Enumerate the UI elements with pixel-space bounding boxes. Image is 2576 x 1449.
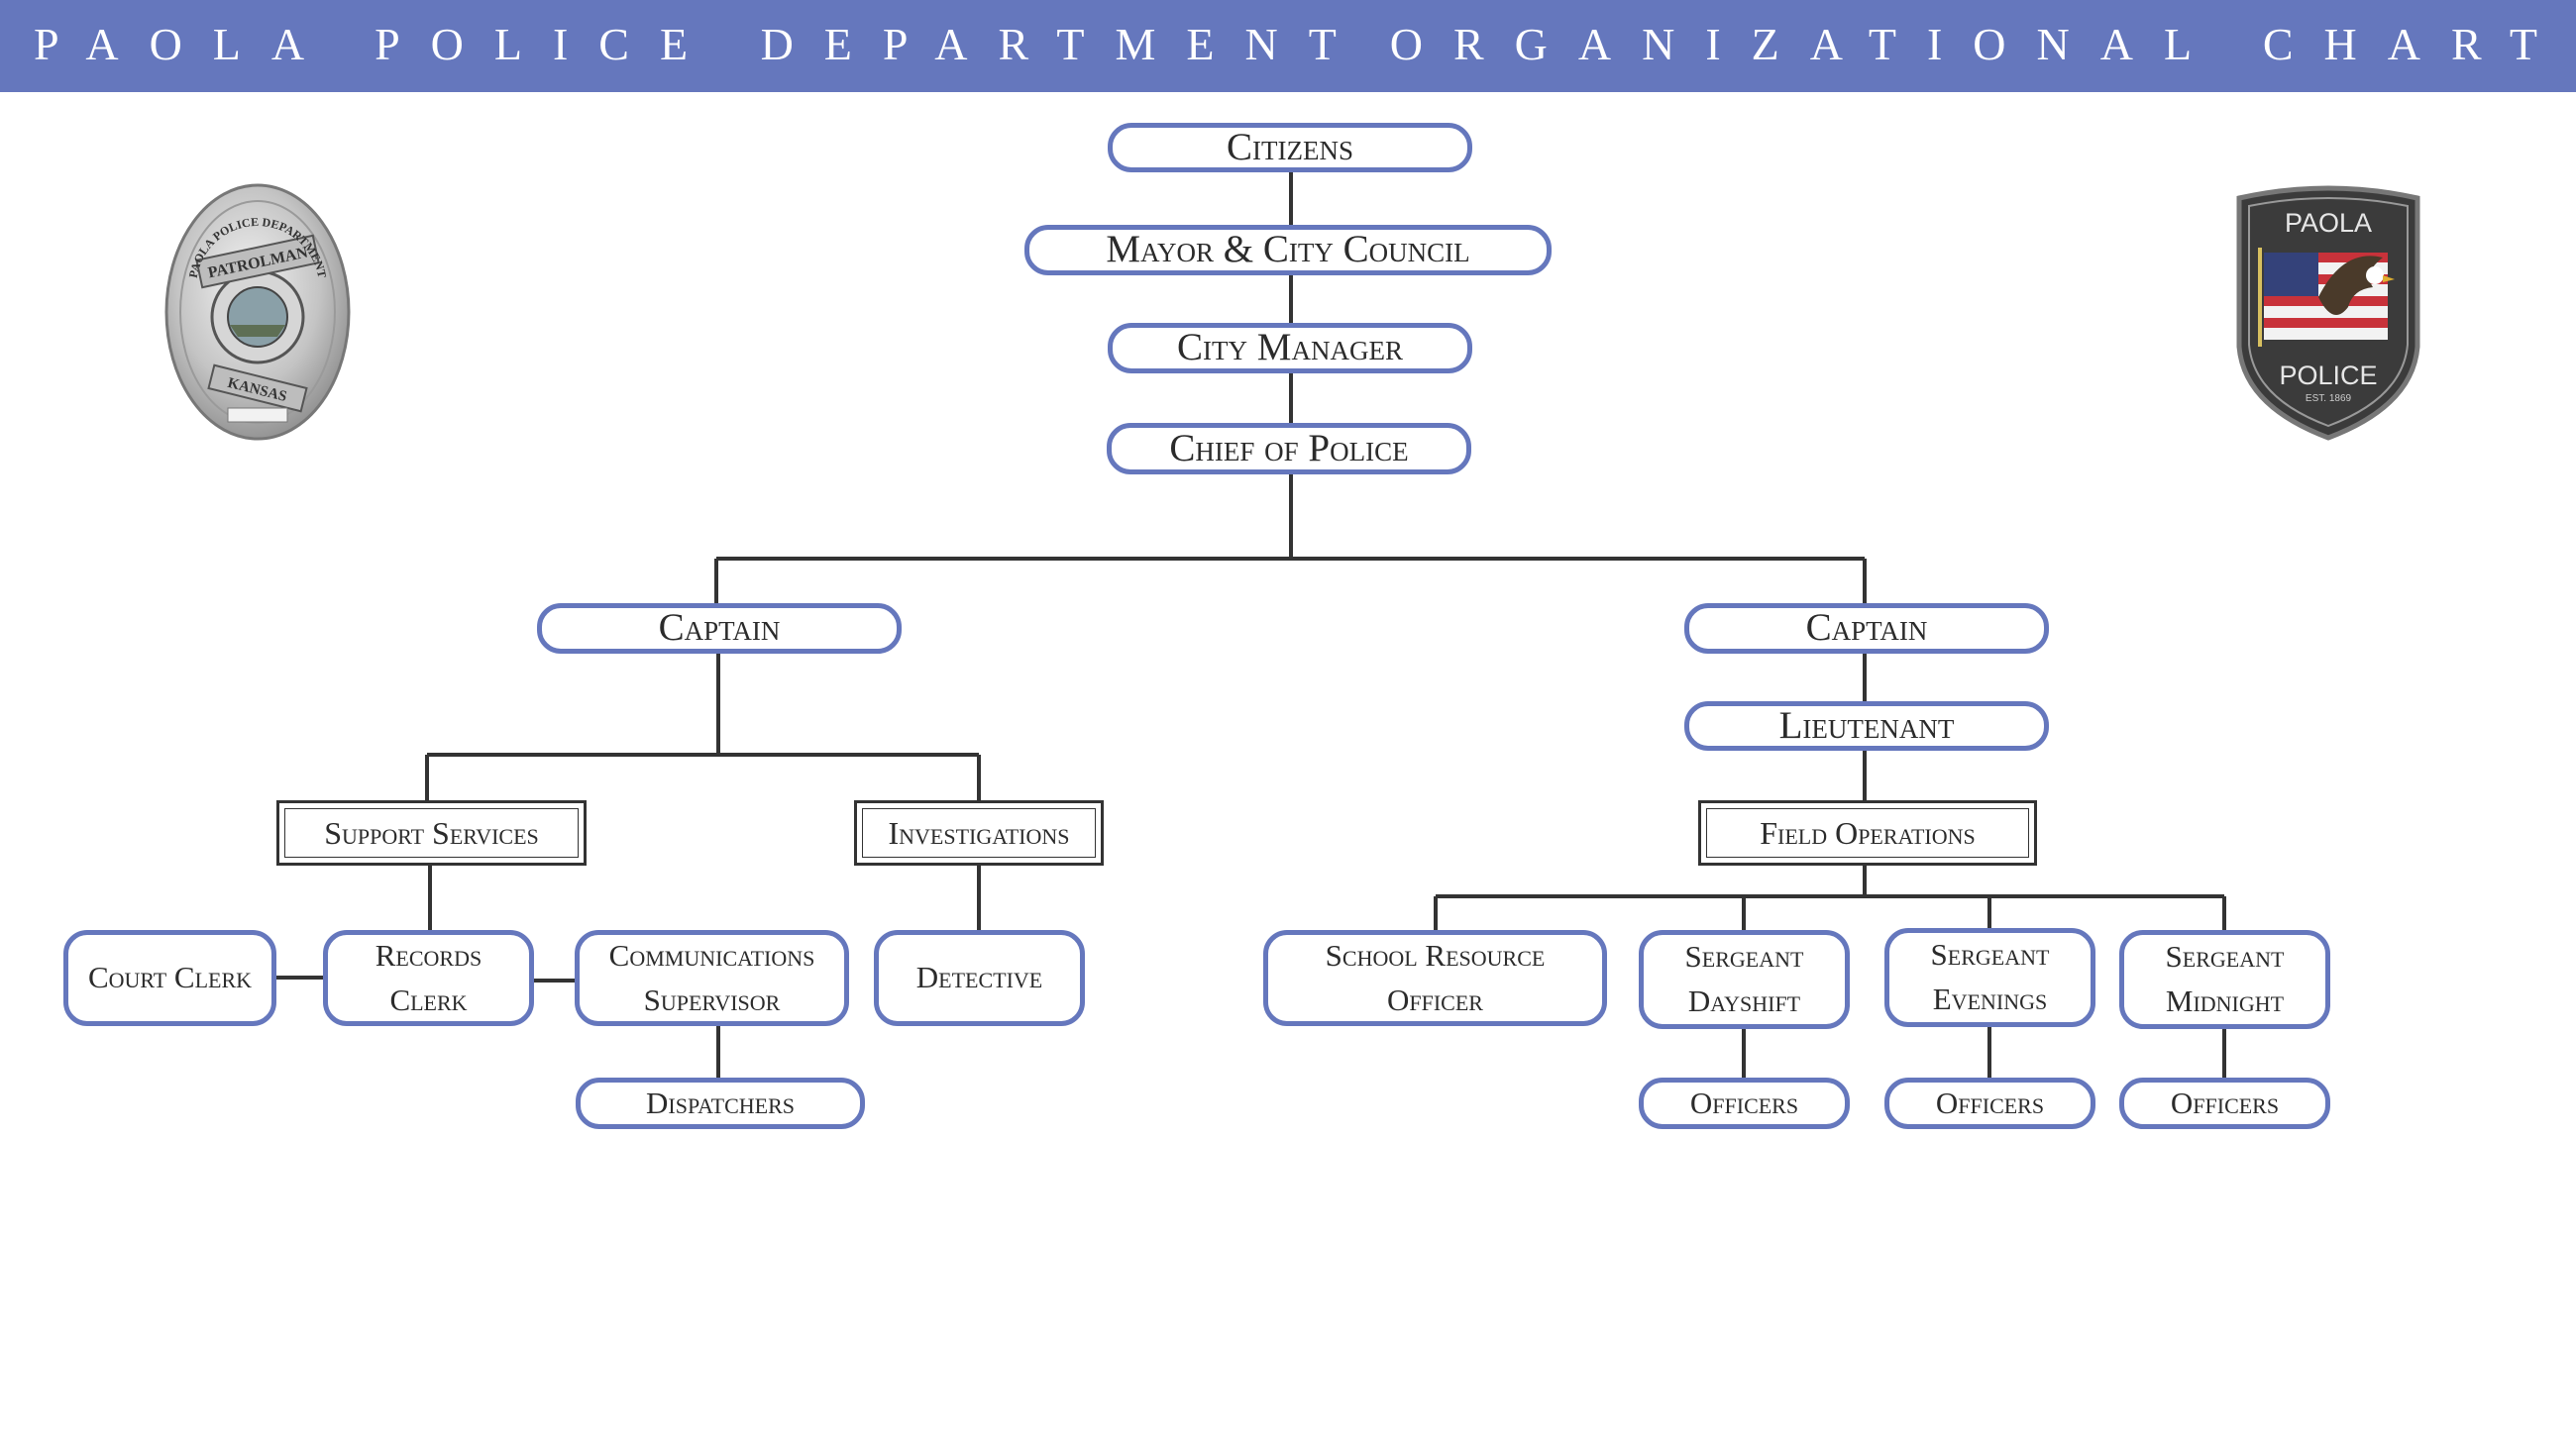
node-dispatchers: Dispatchers xyxy=(576,1078,865,1129)
node-officers-dayshift: Officers xyxy=(1639,1078,1850,1129)
node-sergeant-dayshift: Sergeant Dayshift xyxy=(1639,930,1850,1029)
node-detective: Detective xyxy=(874,930,1085,1026)
patrolman-badge-icon: PATROLMAN PAOLA POLICE DEPARTMENT KANSAS xyxy=(164,183,351,441)
police-patch-icon: PAOLA POLICE EST. 1869 xyxy=(2236,185,2420,441)
node-citizens: Citizens xyxy=(1108,123,1472,172)
node-sergeant-evenings: Sergeant Evenings xyxy=(1884,928,2095,1027)
node-support-services: Support Services xyxy=(276,800,587,866)
node-communications-supervisor: Communications Supervisor xyxy=(575,930,849,1026)
patch-text-bottom: POLICE xyxy=(2279,361,2377,390)
node-court-clerk: Court Clerk xyxy=(63,930,276,1026)
node-school-resource-officer: School Resource Officer xyxy=(1263,930,1607,1026)
node-captain-right: Captain xyxy=(1684,603,2049,654)
node-city-manager: City Manager xyxy=(1108,323,1472,373)
patch-text-est: EST. 1869 xyxy=(2306,393,2352,404)
node-captain-left: Captain xyxy=(537,603,902,654)
node-chief-of-police: Chief of Police xyxy=(1107,423,1471,474)
eagle-icon xyxy=(2318,256,2395,315)
node-investigations: Investigations xyxy=(854,800,1104,866)
department-title: PAOLA POLICE DEPARTMENT xyxy=(34,19,1367,69)
chart-title: ORGANIZATIONAL CHART xyxy=(1389,19,2568,69)
node-sergeant-midnight: Sergeant Midnight xyxy=(2119,930,2330,1029)
node-officers-midnight: Officers xyxy=(2119,1078,2330,1129)
node-mayor-city-council: Mayor & City Council xyxy=(1024,225,1552,275)
node-records-clerk: Records Clerk xyxy=(323,930,534,1026)
node-lieutenant: Lieutenant xyxy=(1684,701,2049,751)
node-officers-evenings: Officers xyxy=(1884,1078,2095,1129)
node-field-operations: Field Operations xyxy=(1698,800,2037,866)
header-bar: PAOLA POLICE DEPARTMENT ORGANIZATIONAL C… xyxy=(0,0,2576,92)
patch-text-top: PAOLA xyxy=(2285,208,2372,238)
